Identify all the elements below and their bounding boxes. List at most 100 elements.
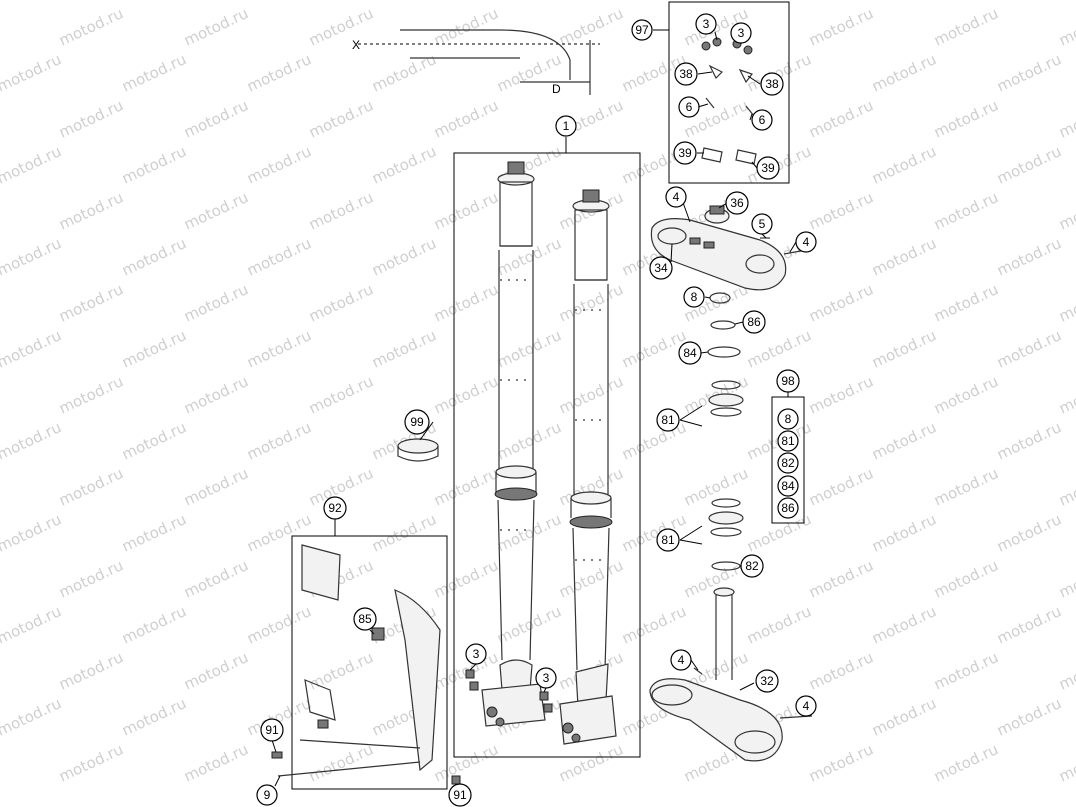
svg-text:8: 8 bbox=[785, 412, 792, 426]
watermark-text: motod.ru bbox=[994, 602, 1064, 647]
svg-text:39: 39 bbox=[761, 161, 775, 175]
watermark-text: motod.ru bbox=[0, 510, 64, 555]
watermark-text: motod.ru bbox=[431, 556, 501, 601]
steering-bearing-stack bbox=[679, 292, 744, 571]
svg-text:3: 3 bbox=[703, 17, 710, 31]
watermark-text: motod.ru bbox=[306, 188, 376, 233]
watermark-text: motod.ru bbox=[0, 602, 64, 647]
callout-5: 5 bbox=[751, 213, 773, 235]
watermark-text: motod.ru bbox=[869, 0, 939, 4]
svg-text:6: 6 bbox=[759, 113, 766, 127]
watermark-text: motod.ru bbox=[0, 188, 1, 233]
watermark-text: motod.ru bbox=[119, 0, 189, 4]
watermark-text: motod.ru bbox=[556, 4, 626, 49]
watermark-text: motod.ru bbox=[0, 694, 64, 739]
watermark-text: motod.ru bbox=[1056, 188, 1076, 233]
fork-ring-99 bbox=[397, 438, 439, 462]
watermark-text: motod.ru bbox=[0, 96, 1, 141]
watermark-text: motod.ru bbox=[181, 96, 251, 141]
kit-item-81: 81 bbox=[777, 430, 799, 452]
kit-item-8: 8 bbox=[777, 408, 799, 430]
watermark-text: motod.ru bbox=[0, 556, 1, 601]
watermark-text: motod.ru bbox=[431, 188, 501, 233]
watermark-text: motod.ru bbox=[494, 510, 564, 555]
svg-text:82: 82 bbox=[781, 456, 795, 470]
watermark-text: motod.ru bbox=[806, 372, 876, 417]
watermark-text: motod.ru bbox=[994, 694, 1064, 739]
svg-text:34: 34 bbox=[654, 261, 668, 275]
svg-text:8: 8 bbox=[691, 290, 698, 304]
watermark-text: motod.ru bbox=[306, 740, 376, 785]
watermark-text: motod.ru bbox=[869, 694, 939, 739]
kit-item-82: 82 bbox=[777, 452, 799, 474]
watermark-text: motod.ru bbox=[431, 4, 501, 49]
watermark-text: motod.ru bbox=[56, 96, 126, 141]
watermark-text: motod.ru bbox=[931, 188, 1001, 233]
watermark-text: motod.ru bbox=[931, 464, 1001, 509]
svg-text:92: 92 bbox=[328, 501, 342, 515]
watermark-text: motod.ru bbox=[1056, 96, 1076, 141]
callout-3: 3 bbox=[730, 22, 752, 44]
watermark-text: motod.ru bbox=[994, 50, 1064, 95]
fork-legs-box bbox=[453, 152, 641, 758]
watermark-text: motod.ru bbox=[744, 602, 814, 647]
callout-92: 92 bbox=[323, 496, 347, 520]
upper-triple-clamp bbox=[650, 205, 807, 291]
watermark-text: motod.ru bbox=[306, 648, 376, 693]
watermark-text: motod.ru bbox=[244, 142, 314, 187]
watermark-text: motod.ru bbox=[306, 372, 376, 417]
watermark-text: motod.ru bbox=[931, 96, 1001, 141]
svg-text:4: 4 bbox=[678, 653, 685, 667]
watermark-text: motod.ru bbox=[181, 648, 251, 693]
watermark-text: motod.ru bbox=[806, 188, 876, 233]
callout-85: 85 bbox=[353, 607, 377, 631]
callout-84: 84 bbox=[678, 341, 702, 365]
watermark-text: motod.ru bbox=[556, 280, 626, 325]
dimension-d-label: D bbox=[552, 82, 561, 96]
dimension-sketch: X D bbox=[352, 29, 600, 96]
svg-text:36: 36 bbox=[730, 196, 744, 210]
watermark-text: motod.ru bbox=[0, 464, 1, 509]
watermark-text: motod.ru bbox=[56, 372, 126, 417]
watermark-text: motod.ru bbox=[369, 234, 439, 279]
callout-39: 39 bbox=[756, 156, 780, 180]
watermark-text: motod.ru bbox=[119, 602, 189, 647]
callout-97: 97 bbox=[631, 19, 653, 41]
watermark-text: motod.ru bbox=[56, 648, 126, 693]
callout-6: 6 bbox=[678, 96, 700, 118]
watermark-text: motod.ru bbox=[931, 556, 1001, 601]
callout-34: 34 bbox=[649, 256, 673, 280]
watermark-text: motod.ru bbox=[1056, 556, 1076, 601]
svg-text:38: 38 bbox=[679, 67, 693, 81]
watermark-text: motod.ru bbox=[0, 326, 64, 371]
svg-text:6: 6 bbox=[686, 100, 693, 114]
watermark-text: motod.ru bbox=[869, 326, 939, 371]
watermark-text: motod.ru bbox=[494, 418, 564, 463]
watermark-text: motod.ru bbox=[806, 96, 876, 141]
callout-4: 4 bbox=[795, 695, 817, 717]
watermark-text: motod.ru bbox=[1056, 648, 1076, 693]
watermark-text: motod.ru bbox=[369, 142, 439, 187]
watermark-text: motod.ru bbox=[994, 326, 1064, 371]
watermark-text: motod.ru bbox=[0, 142, 64, 187]
watermark-text: motod.ru bbox=[244, 418, 314, 463]
callout-38: 38 bbox=[674, 62, 698, 86]
svg-text:84: 84 bbox=[683, 346, 697, 360]
watermark-text: motod.ru bbox=[0, 0, 64, 4]
watermark-text: motod.ru bbox=[244, 326, 314, 371]
watermark-text: motod.ru bbox=[806, 556, 876, 601]
watermark-text: motod.ru bbox=[306, 280, 376, 325]
watermark-text: motod.ru bbox=[369, 50, 439, 95]
svg-text:4: 4 bbox=[803, 235, 810, 249]
svg-text:81: 81 bbox=[661, 533, 675, 547]
watermark-text: motod.ru bbox=[806, 740, 876, 785]
callout-3: 3 bbox=[695, 13, 717, 35]
watermark-text: motod.ru bbox=[431, 740, 501, 785]
watermark-text: motod.ru bbox=[431, 280, 501, 325]
watermark-text: motod.ru bbox=[931, 280, 1001, 325]
watermark-text: motod.ru bbox=[1056, 464, 1076, 509]
svg-text:98: 98 bbox=[781, 374, 795, 388]
watermark-text: motod.ru bbox=[1056, 4, 1076, 49]
watermark-text: motod.ru bbox=[119, 142, 189, 187]
